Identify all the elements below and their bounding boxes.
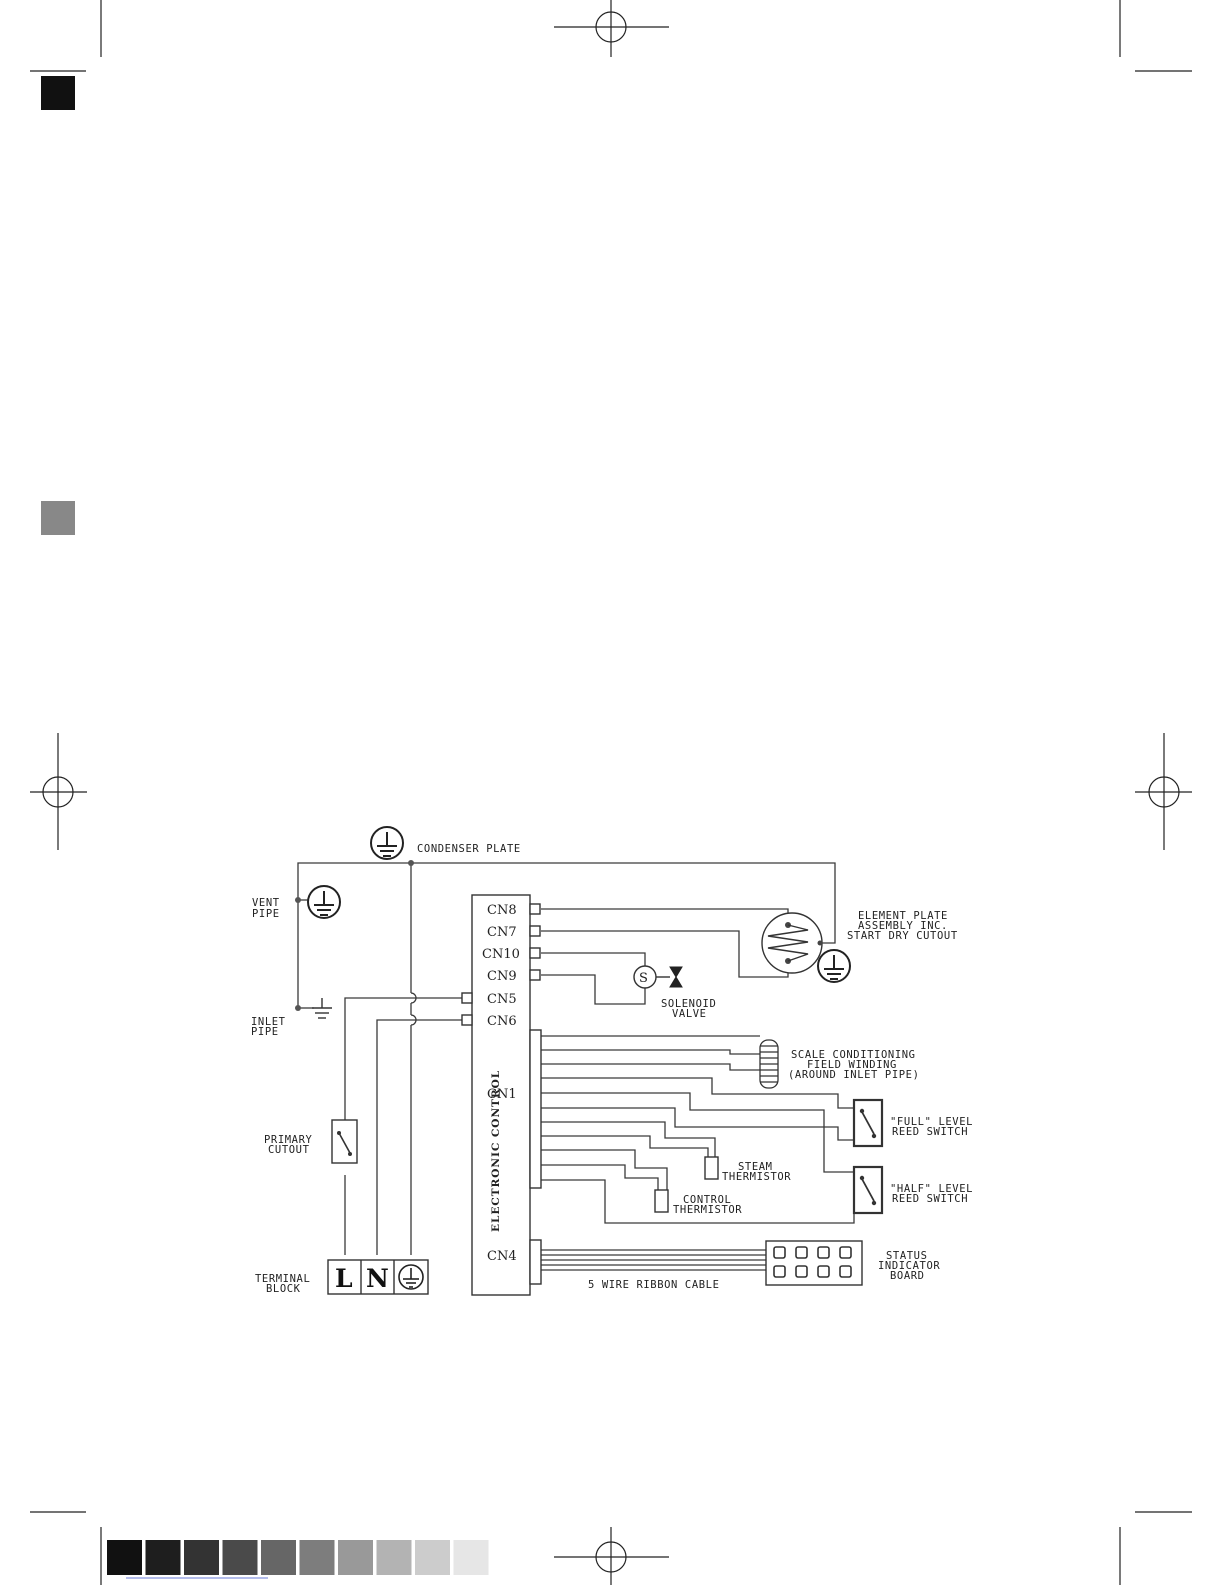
primary-cutout-label-line2: CUTOUT <box>268 1144 310 1156</box>
connector-cn10-label: CN10 <box>482 947 520 962</box>
vent-pipe-label-line2: PIPE <box>252 908 280 920</box>
primary-cutout-label-line1: PRIMARY <box>264 1134 313 1146</box>
terminal-block: L N <box>327 1259 429 1295</box>
crop-mark-bottom-left <box>30 1511 102 1585</box>
registration-target-top <box>554 0 669 57</box>
indicator-led <box>773 1265 786 1278</box>
connector-cn7-label: CN7 <box>487 925 517 940</box>
electronic-control-label: ELECTRONIC CONTROL <box>490 1070 502 1232</box>
element-plate-label-line1: ELEMENT PLATE <box>858 910 948 922</box>
indicator-led <box>839 1246 852 1259</box>
primary-cutout-switch <box>331 1119 358 1164</box>
control-thermistor <box>654 1189 669 1213</box>
indicator-led <box>817 1265 830 1278</box>
steam-thermistor-label-line1: STEAM <box>738 1161 773 1173</box>
registration-target-bottom <box>554 1527 669 1585</box>
terminal-block-label-line2: BLOCK <box>266 1283 301 1295</box>
crop-mark-top-left <box>30 0 102 72</box>
half-level-reed-switch <box>852 1165 884 1215</box>
color-swatch <box>453 1540 489 1575</box>
control-thermistor-label-line1: CONTROL <box>683 1194 731 1206</box>
steam-thermistor-label-line2: THERMISTOR <box>722 1171 791 1183</box>
color-swatch <box>107 1540 142 1575</box>
color-swatch-bar <box>107 1540 489 1575</box>
control-thermistor-label-line2: THERMISTOR <box>673 1204 742 1216</box>
indicator-led <box>795 1265 808 1278</box>
color-swatch <box>338 1540 373 1575</box>
wires <box>297 862 855 1271</box>
grey-tab-marker <box>41 501 75 535</box>
ground-icon-inlet-pipe <box>312 998 332 1019</box>
connector-cn8-label: CN8 <box>487 903 517 918</box>
solenoid-valve-label-line2: VALVE <box>672 1008 707 1020</box>
full-level-label-line2: REED SWITCH <box>892 1126 968 1138</box>
status-indicator-board <box>765 1240 863 1286</box>
earth-icon-vent-pipe <box>307 885 341 919</box>
indicator-led <box>817 1246 830 1259</box>
color-swatch <box>222 1540 258 1575</box>
full-level-reed-switch <box>852 1098 884 1148</box>
scale-conditioning-label-line3: (AROUND INLET PIPE) <box>788 1069 920 1081</box>
connector-cn4-label: CN4 <box>487 1249 517 1264</box>
connector-cn6-label: CN6 <box>487 1014 517 1029</box>
inlet-pipe-label-line1: INLET <box>251 1016 286 1028</box>
connector-cn5-label: CN5 <box>487 992 517 1007</box>
half-level-label-line1: "HALF" LEVEL <box>890 1183 973 1195</box>
full-level-label-line1: "FULL" LEVEL <box>890 1116 973 1128</box>
connector-cn1-label: CN1 <box>487 1087 517 1102</box>
color-swatch <box>376 1540 412 1575</box>
color-swatch <box>184 1540 219 1575</box>
registration-target-right <box>1135 733 1192 850</box>
terminal-neutral-label: N <box>366 1264 389 1293</box>
electronic-control-board: ELECTRONIC CONTROL CN8 CN7 CN10 CN9 CN5 … <box>461 894 542 1296</box>
black-tab-marker <box>41 76 75 110</box>
diagram-labels: CONDENSER PLATE VENT PIPE INLET PIPE PRI… <box>251 843 973 1295</box>
element-plate-heater <box>761 912 823 974</box>
print-marks <box>30 0 1192 1585</box>
solenoid-symbol: S <box>639 971 648 986</box>
steam-thermistor <box>704 1156 719 1180</box>
status-board-label-line3: BOARD <box>890 1270 925 1282</box>
indicator-leds <box>773 1246 852 1278</box>
color-swatch <box>261 1540 296 1575</box>
registration-target-left <box>30 733 87 850</box>
solenoid-valve: S <box>633 965 683 989</box>
connector-cn4-housing <box>529 1239 542 1285</box>
earth-icon-element <box>817 949 851 983</box>
indicator-led <box>773 1246 786 1259</box>
status-board-label-line2: INDICATOR <box>878 1260 940 1272</box>
solenoid-valve-label-line1: SOLENOID <box>661 998 716 1010</box>
color-swatch <box>145 1540 181 1575</box>
indicator-led <box>839 1265 852 1278</box>
element-plate-label-line3: START DRY CUTOUT <box>847 930 958 942</box>
indicator-led <box>795 1246 808 1259</box>
connector-cn9-label: CN9 <box>487 969 517 984</box>
crop-mark-top-right <box>1119 0 1192 72</box>
vent-pipe-label-line1: VENT <box>252 897 280 909</box>
junction-dots <box>295 860 414 1011</box>
terminal-block-label-line1: TERMINAL <box>255 1273 310 1285</box>
inlet-pipe-label-line2: PIPE <box>251 1026 279 1038</box>
scale-conditioning-label-line1: SCALE CONDITIONING <box>791 1049 916 1061</box>
earth-icon-condenser <box>370 826 404 860</box>
condenser-plate-label: CONDENSER PLATE <box>417 843 521 855</box>
terminal-earth-icon <box>398 1264 424 1290</box>
color-swatch <box>415 1540 450 1575</box>
status-board-label-line1: STATUS <box>886 1250 928 1262</box>
ribbon-cable-label: 5 WIRE RIBBON CABLE <box>588 1279 720 1291</box>
crop-mark-bottom-right <box>1119 1511 1192 1585</box>
element-plate-label-line2: ASSEMBLY INC. <box>858 920 948 932</box>
connector-cn1-housing <box>529 1029 542 1189</box>
half-level-label-line2: REED SWITCH <box>892 1193 968 1205</box>
scale-conditioning-label-line2: FIELD WINDING <box>807 1059 897 1071</box>
scale-conditioning-winding <box>759 1039 779 1089</box>
color-swatch <box>299 1540 335 1575</box>
terminal-live-label: L <box>335 1264 353 1293</box>
